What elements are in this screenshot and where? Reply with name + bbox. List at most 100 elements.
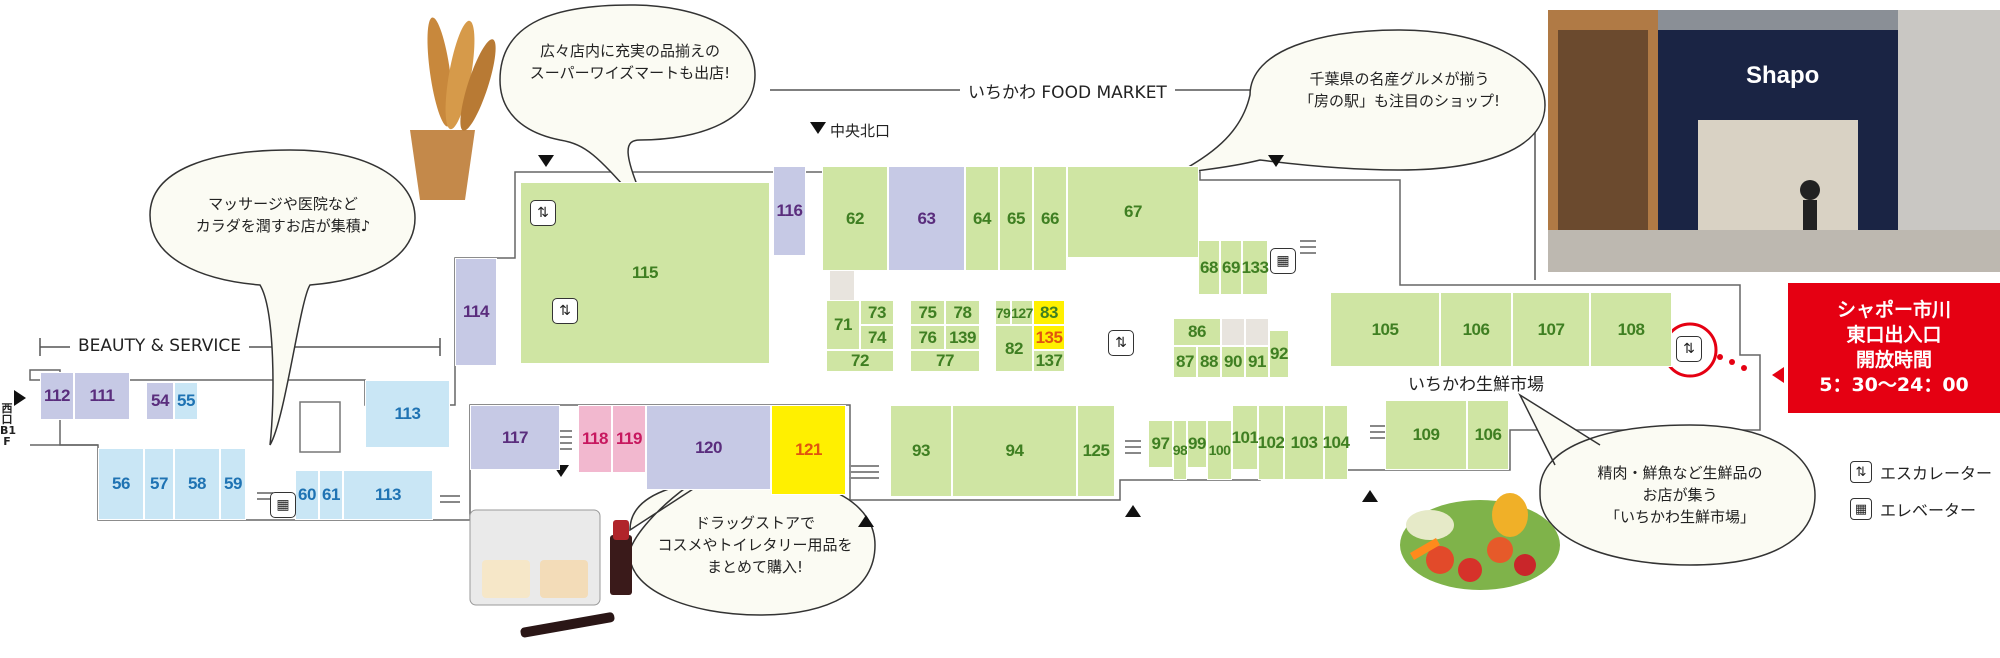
shop-92[interactable]: 92 — [1269, 330, 1289, 378]
shop-88[interactable]: 88 — [1197, 346, 1221, 378]
bubble-fresh-text: 精肉・鮮魚など生鮮品のお店が集う「いちかわ生鮮市場」 — [1597, 464, 1763, 526]
shop-117[interactable]: 117 — [470, 405, 560, 470]
food-market-label: いちかわ FOOD MARKET — [960, 78, 1175, 103]
east-exit-arrow — [1772, 367, 1784, 383]
blank-unit — [1221, 318, 1245, 346]
shop-125[interactable]: 125 — [1077, 405, 1115, 497]
shop-109[interactable]: 109 — [1385, 400, 1467, 470]
shop-74[interactable]: 74 — [860, 325, 894, 350]
escalator-icon: ⇅ — [1108, 330, 1134, 356]
shop-77[interactable]: 77 — [910, 350, 980, 372]
shop-54[interactable]: 54 — [146, 382, 174, 420]
north-exit-label: 中央北口 — [830, 122, 891, 140]
shop-115[interactable]: 115 — [520, 182, 770, 364]
blank-unit — [1245, 318, 1269, 346]
elevator-icon: ▦ — [1850, 498, 1872, 520]
shop-97[interactable]: 97 — [1148, 420, 1173, 468]
shop-67[interactable]: 67 — [1067, 166, 1199, 258]
shop-62[interactable]: 62 — [822, 166, 888, 271]
shop-116[interactable]: 116 — [773, 166, 806, 256]
shop-90[interactable]: 90 — [1221, 346, 1245, 378]
shop-99[interactable]: 99 — [1187, 420, 1207, 468]
shop-79[interactable]: 79 — [995, 300, 1011, 325]
info-line: シャポー市川 — [1836, 299, 1951, 321]
north-exit-arrow — [810, 122, 826, 134]
shop-107[interactable]: 107 — [1512, 292, 1590, 367]
shop-101[interactable]: 101 — [1232, 405, 1259, 470]
shop-102[interactable]: 102 — [1258, 405, 1285, 480]
bubble-supermarket — [499, 4, 756, 216]
shop-121[interactable]: 121 — [771, 405, 846, 495]
shop-64[interactable]: 64 — [965, 166, 999, 271]
entrance-arrow — [858, 515, 874, 527]
shop-103[interactable]: 103 — [1284, 405, 1324, 480]
shop-106a[interactable]: 106 — [1440, 292, 1512, 367]
shop-104[interactable]: 104 — [1323, 405, 1350, 480]
shop-94[interactable]: 94 — [952, 405, 1077, 497]
info-line: 東口出入口 — [1846, 324, 1942, 346]
shop-86[interactable]: 86 — [1173, 318, 1221, 346]
shop-91[interactable]: 91 — [1245, 346, 1269, 378]
shop-63[interactable]: 63 — [888, 166, 965, 271]
shop-75[interactable]: 75 — [910, 300, 945, 325]
shop-68[interactable]: 68 — [1198, 240, 1220, 295]
legend-escalator: ⇅ エスカレーター — [1850, 460, 1992, 484]
shop-139[interactable]: 139 — [945, 325, 980, 350]
info-line: 5：30〜24：00 — [1819, 374, 1969, 396]
shop-66[interactable]: 66 — [1033, 166, 1067, 271]
shop-118[interactable]: 118 — [578, 405, 612, 473]
opening-hours-box: シャポー市川 東口出入口 開放時間 5：30〜24：00 — [1788, 283, 2000, 413]
shop-58[interactable]: 58 — [174, 448, 220, 520]
shop-98[interactable]: 98 — [1173, 420, 1188, 480]
shop-133[interactable]: 133 — [1242, 240, 1269, 295]
shop-57[interactable]: 57 — [144, 448, 174, 520]
shop-108[interactable]: 108 — [1590, 292, 1672, 367]
shop-69[interactable]: 69 — [1220, 240, 1242, 295]
shop-72[interactable]: 72 — [826, 350, 894, 372]
entrance-arrow — [538, 155, 554, 167]
bubble-chiba-text: 千葉県の名産グルメが揃う「房の駅」も注目のショップ! — [1298, 70, 1500, 110]
escalator-icon: ⇅ — [1676, 336, 1702, 362]
shop-78[interactable]: 78 — [945, 300, 980, 325]
shop-65[interactable]: 65 — [999, 166, 1033, 271]
fresh-market-label: いちかわ生鮮市場 — [1408, 375, 1544, 395]
shop-113a[interactable]: 113 — [365, 380, 450, 448]
shop-106b[interactable]: 106 — [1467, 400, 1509, 470]
shop-127[interactable]: 127 — [1011, 300, 1033, 325]
shop-119[interactable]: 119 — [612, 405, 646, 473]
shop-87[interactable]: 87 — [1173, 346, 1197, 378]
shop-76[interactable]: 76 — [910, 325, 945, 350]
shop-105[interactable]: 105 — [1330, 292, 1440, 367]
shop-137[interactable]: 137 — [1033, 350, 1065, 372]
shop-73[interactable]: 73 — [860, 300, 894, 325]
shop-61[interactable]: 61 — [319, 470, 343, 520]
beauty-service-label: BEAUTY & SERVICE — [70, 336, 249, 356]
shop-112[interactable]: 112 — [40, 372, 74, 420]
shop-60[interactable]: 60 — [295, 470, 319, 520]
shop-93[interactable]: 93 — [890, 405, 952, 497]
shop-59[interactable]: 59 — [220, 448, 246, 520]
shapo-sign: Shapo — [1746, 62, 1820, 89]
shop-56[interactable]: 56 — [98, 448, 144, 520]
bubble-beauty — [149, 149, 416, 446]
west-exit-arrow — [14, 390, 26, 406]
info-line: 開放時間 — [1855, 349, 1932, 371]
shop-120[interactable]: 120 — [646, 405, 771, 490]
entrance-arrow — [1125, 505, 1141, 517]
shop-111[interactable]: 111 — [74, 372, 130, 420]
shop-82[interactable]: 82 — [995, 325, 1033, 372]
shop-114[interactable]: 114 — [455, 258, 497, 366]
shop-135[interactable]: 135 — [1033, 325, 1065, 350]
elevator-icon: ▦ — [270, 492, 296, 518]
shop-55[interactable]: 55 — [174, 382, 198, 420]
shop-113b[interactable]: 113 — [343, 470, 433, 520]
shop-100[interactable]: 100 — [1207, 420, 1232, 480]
escalator-icon: ⇅ — [530, 200, 556, 226]
elevator-icon: ▦ — [1270, 248, 1296, 274]
shop-71[interactable]: 71 — [826, 300, 860, 350]
vegetables-illustration — [1400, 493, 1560, 590]
legend-elevator: ▦ エレベーター — [1850, 497, 1976, 521]
shop-83[interactable]: 83 — [1033, 300, 1065, 325]
escalator-icon: ⇅ — [552, 298, 578, 324]
